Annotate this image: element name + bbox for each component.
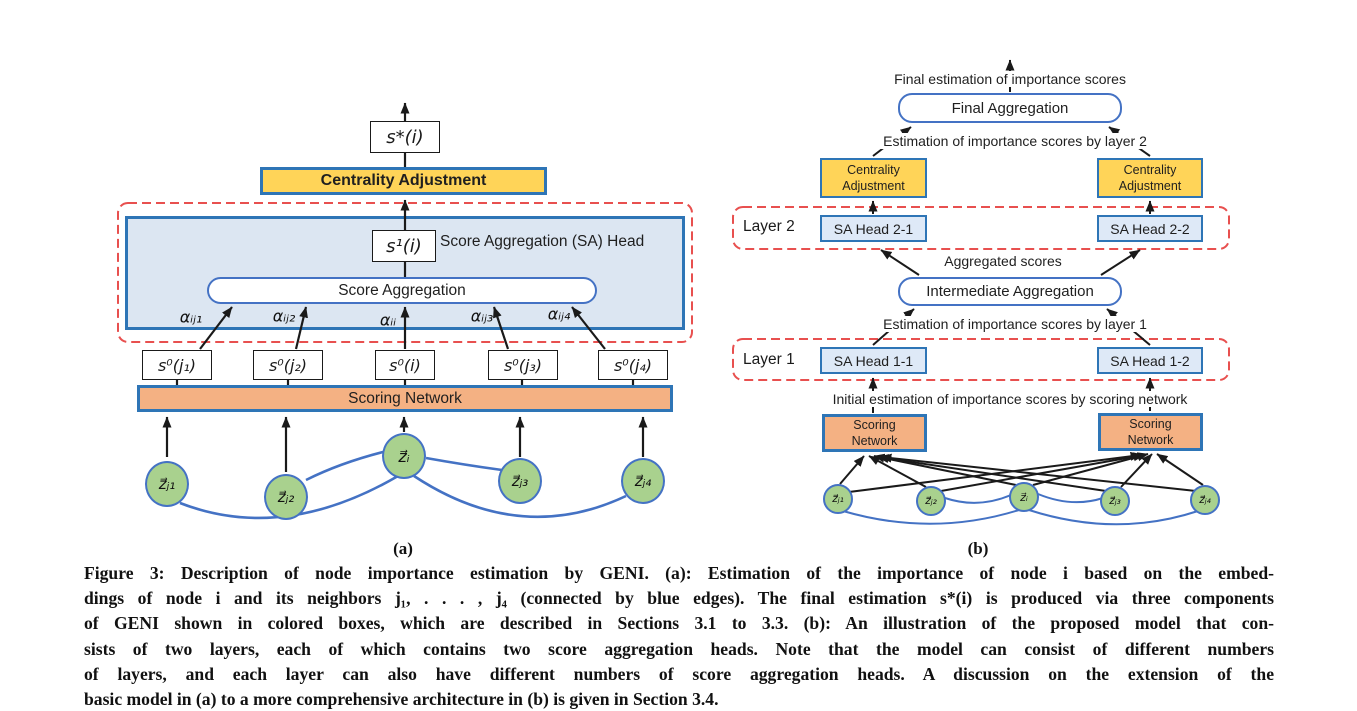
- caption-line-2: dings of node i and its neighbors j₁, . …: [84, 588, 1274, 609]
- layer2-label: Layer 2: [743, 217, 795, 237]
- panel-b-label: (b): [967, 539, 989, 558]
- scoring-network-box-b-left: Scoring Network: [822, 414, 927, 452]
- s1-label: s¹(i): [386, 235, 422, 257]
- node-zj3-a: z⃗ⱼ₃: [498, 458, 542, 504]
- node-zj1-a-label: z⃗ⱼ₁: [158, 475, 176, 493]
- final-estimation-text: Final estimation of importance scores: [891, 71, 1129, 87]
- node-zi-b: z⃗ᵢ: [1009, 482, 1039, 512]
- layer2-label-text: Layer 2: [743, 218, 795, 235]
- scoring-line1-left: Scoring: [853, 418, 896, 432]
- sa-head-12-box: SA Head 1-2: [1097, 347, 1203, 374]
- s0-j4-box: s⁰(j₄): [598, 350, 668, 380]
- alpha-ij3-label: αᵢⱼ₃: [470, 306, 494, 326]
- centrality-line1-right: Centrality: [1123, 163, 1177, 177]
- centrality-adjustment-box-a: Centrality Adjustment: [260, 167, 547, 195]
- layer1-label-text: Layer 1: [743, 351, 795, 368]
- caption-line-3: of GENI shown in colored boxes, which ar…: [84, 613, 1274, 634]
- scoring-network-box-a: Scoring Network: [137, 385, 673, 412]
- intermediate-aggregation-box: Intermediate Aggregation: [898, 277, 1122, 306]
- graph-edges-a: [179, 450, 627, 520]
- s0-j1-box: s⁰(j₁): [142, 350, 212, 380]
- sa-head-11-box: SA Head 1-1: [820, 347, 927, 374]
- s1-box: s¹(i): [372, 230, 436, 262]
- centrality-adjustment-label-a: Centrality Adjustment: [320, 172, 487, 189]
- node-zj2-a: z⃗ⱼ₂: [264, 474, 308, 520]
- node-zj1-b-label: z⃗ⱼ₁: [832, 493, 844, 505]
- scoring-network-box-b-right: Scoring Network: [1098, 413, 1203, 451]
- node-zi-a: z⃗ᵢ: [382, 433, 426, 479]
- caption-line-4: sists of two layers, each of which conta…: [84, 638, 1274, 659]
- final-aggregation-label: Final Aggregation: [951, 99, 1069, 117]
- aggregated-scores-text: Aggregated scores: [941, 253, 1065, 269]
- caption-line-1: Figure 3: Description of node importance…: [84, 563, 1274, 583]
- graph-edges-b: [842, 493, 1199, 526]
- node-zj4-a: z⃗ⱼ₄: [621, 458, 665, 504]
- node-zj2-a-label: z⃗ⱼ₂: [277, 488, 295, 506]
- layer2-dashed-frame: [732, 206, 1230, 250]
- arrows-b: [839, 59, 1204, 493]
- s0-i-box: s⁰(i): [375, 350, 435, 380]
- alpha-ij4-label: αᵢⱼ₄: [547, 304, 571, 324]
- figure-caption: Figure 3: Description of node importance…: [84, 561, 1274, 711]
- node-zi-a-label: z⃗ᵢ: [398, 446, 410, 466]
- centrality-adjustment-box-b-left: Centrality Adjustment: [820, 158, 927, 198]
- centrality-line2-left: Adjustment: [842, 179, 905, 193]
- node-zj1-a: z⃗ⱼ₁: [145, 461, 189, 507]
- node-zj3-b-label: z⃗ⱼ₃: [1109, 495, 1121, 507]
- sa-head-12-label: SA Head 1-2: [1110, 352, 1190, 369]
- s0-j3-box: s⁰(j₃): [488, 350, 558, 380]
- scoring-line2-right: Network: [1127, 433, 1174, 447]
- s0-j1-label: s⁰(j₁): [157, 355, 197, 375]
- score-aggregation-box: Score Aggregation: [207, 277, 597, 304]
- node-zj1-b: z⃗ⱼ₁: [823, 484, 853, 514]
- s-star-box: s*(i): [370, 121, 440, 153]
- intermediate-aggregation-label: Intermediate Aggregation: [926, 283, 1094, 300]
- centrality-line2-right: Adjustment: [1118, 179, 1182, 193]
- sa-head-11-label: SA Head 1-1: [833, 352, 914, 369]
- caption-line-5: of layers, and each layer can also have …: [84, 663, 1274, 684]
- s0-j2-box: s⁰(j₂): [253, 350, 323, 380]
- alpha-ii-label: αᵢᵢ: [379, 310, 397, 330]
- sa-head-22-box: SA Head 2-2: [1097, 215, 1203, 242]
- sa-head-title: Score Aggregation (SA) Head: [440, 231, 644, 253]
- sa-head-21-label: SA Head 2-1: [833, 220, 914, 237]
- centrality-line1-left: Centrality: [847, 163, 900, 177]
- layer1-label: Layer 1: [743, 350, 795, 370]
- node-zj3-b: z⃗ⱼ₃: [1100, 486, 1130, 516]
- node-zi-b-label: z⃗ᵢ: [1020, 490, 1028, 504]
- scoring-line2-left: Network: [851, 434, 898, 448]
- sa-head-21-box: SA Head 2-1: [820, 215, 927, 242]
- layer1-estimation-text: Estimation of importance scores by layer…: [880, 316, 1150, 332]
- final-aggregation-box: Final Aggregation: [898, 93, 1122, 123]
- arrows-a: [162, 102, 648, 472]
- s0-j4-label: s⁰(j₄): [613, 355, 653, 375]
- s-star-label: s*(i): [386, 126, 424, 148]
- node-zj4-a-label: z⃗ⱼ₄: [634, 472, 652, 490]
- layer1-dashed-frame: [732, 338, 1230, 381]
- alpha-ij2-label: αᵢⱼ₂: [272, 306, 296, 326]
- layer2-estimation-text: Estimation of importance scores by layer…: [880, 133, 1150, 149]
- score-aggregation-label: Score Aggregation: [338, 281, 466, 299]
- s0-i-label: s⁰(i): [389, 355, 421, 375]
- node-zj2-b: z⃗ⱼ₂: [916, 486, 946, 516]
- s0-j2-label: s⁰(j₂): [268, 355, 308, 375]
- sa-head-22-label: SA Head 2-2: [1110, 220, 1190, 237]
- node-zj4-b: z⃗ⱼ₄: [1190, 485, 1220, 515]
- node-zj2-b-label: z⃗ⱼ₂: [925, 495, 937, 507]
- node-zj3-a-label: z⃗ⱼ₃: [511, 472, 529, 490]
- panel-a-label: (a): [393, 539, 413, 558]
- s0-j3-label: s⁰(j₃): [503, 355, 543, 375]
- sa-head-title-label: Score Aggregation (SA) Head: [440, 233, 645, 250]
- scoring-line1-right: Scoring: [1129, 417, 1172, 431]
- scoring-network-label-a: Scoring Network: [348, 389, 462, 407]
- centrality-adjustment-box-b-right: Centrality Adjustment: [1097, 158, 1203, 198]
- caption-line-6: basic model in (a) to a more comprehensi…: [84, 689, 719, 710]
- initial-estimation-text: Initial estimation of importance scores …: [829, 391, 1191, 407]
- alpha-ij1-label: αᵢⱼ₁: [179, 307, 203, 327]
- node-zj4-b-label: z⃗ⱼ₄: [1199, 494, 1211, 506]
